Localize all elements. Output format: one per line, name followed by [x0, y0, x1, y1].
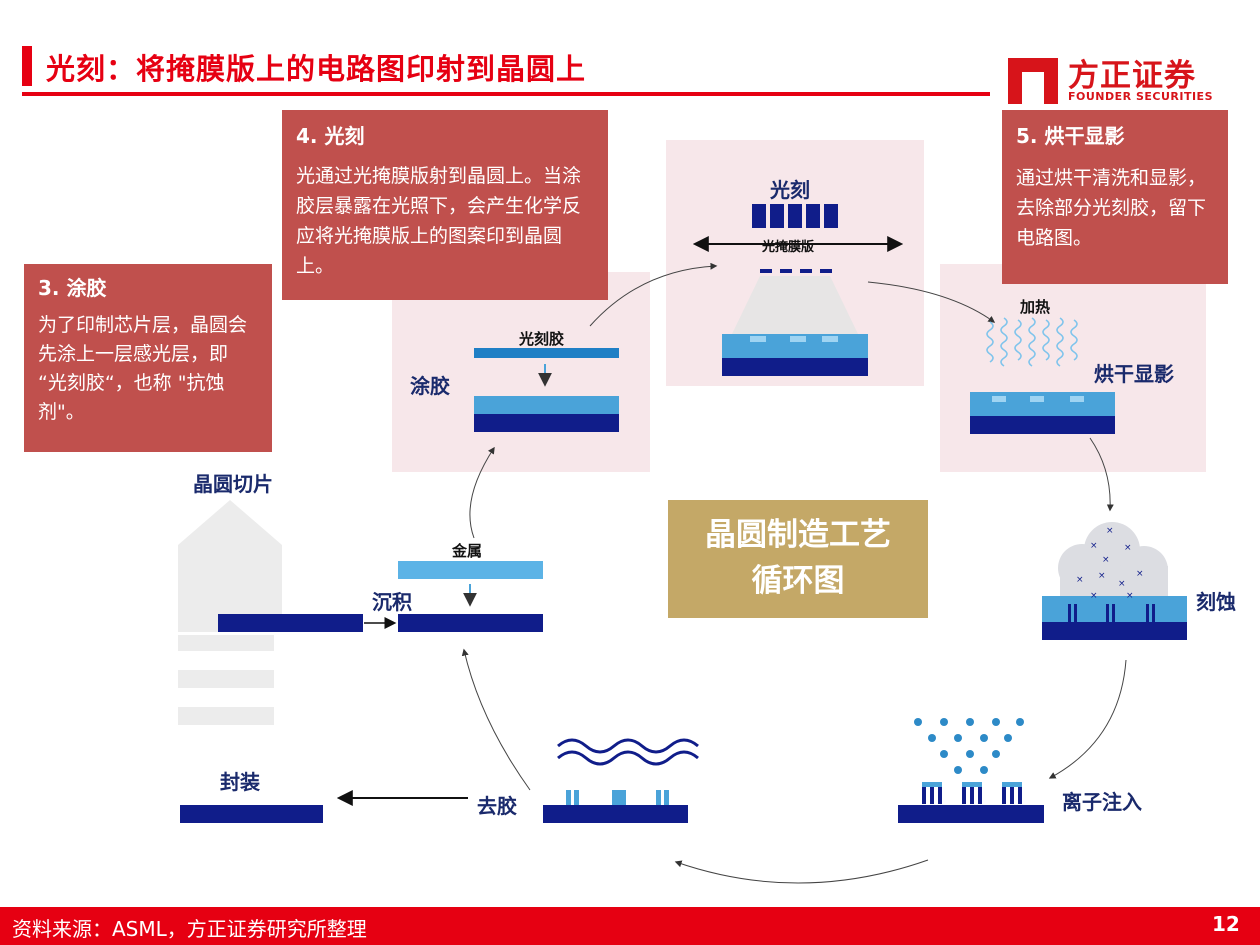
- arrow-strip-to-deposit: [461, 648, 531, 791]
- deposit-label: 沉积: [372, 590, 412, 614]
- develop-wafer-base: [970, 416, 1115, 434]
- step3-box: 3. 涂胶 为了印制芯片层，晶圆会先涂上一层感光层，即 “光刻胶“，也称 "抗蚀…: [24, 264, 272, 452]
- heat-label: 加热: [1020, 298, 1051, 316]
- dicing-wafer: [218, 614, 363, 632]
- ion-wafer: [898, 805, 1044, 823]
- coating-panel: [392, 272, 650, 472]
- package-wafer: [180, 805, 323, 823]
- page-number: 12: [1212, 912, 1240, 936]
- source-note: 资料来源：ASML，方正证券研究所整理: [12, 917, 367, 941]
- deposit-wafer: [398, 614, 543, 632]
- strip-label: 去胶: [477, 794, 517, 818]
- step4-body: 光通过光掩膜版射到晶圆上。当涂胶层暴露在光照下，会产生化学反应将光掩膜版上的图案…: [296, 165, 582, 277]
- svg-text:×: ×: [1106, 526, 1114, 536]
- arrow-coating-to-litho: [589, 262, 718, 327]
- title-underline: [22, 92, 990, 96]
- develop-marks: [992, 396, 1084, 402]
- arrow-litho-to-develop: [867, 281, 996, 323]
- coating-wafer-base: [474, 414, 619, 432]
- logo-subtitle: FOUNDER SECURITIES: [1068, 90, 1213, 103]
- etch-cloud: [1058, 522, 1168, 596]
- title-accent-bar: [22, 46, 32, 86]
- step5-heading: 5. 烘干显影: [1016, 124, 1125, 148]
- arrow-ion-to-strip: [674, 859, 929, 884]
- svg-text:×: ×: [1124, 543, 1132, 553]
- photoresist-layer: [474, 348, 619, 358]
- arrow-deposit-to-coating: [469, 446, 495, 539]
- dicing-label: 晶圆切片: [193, 472, 273, 496]
- ion-dots: [914, 718, 1024, 774]
- svg-text:×: ×: [1126, 591, 1134, 601]
- step4-heading: 4. 光刻: [296, 124, 365, 148]
- etch-wafer-base: [1042, 622, 1187, 640]
- center-line1: 晶圆制造工艺: [705, 517, 891, 553]
- litho-wafer-base: [722, 358, 868, 376]
- arrow-etch-to-ion: [1048, 659, 1127, 779]
- photoresist-label: 光刻胶: [519, 330, 565, 348]
- strip-waves: [557, 738, 699, 766]
- svg-text:×: ×: [1136, 569, 1144, 579]
- coating-label: 涂胶: [410, 374, 450, 398]
- step5-box: 5. 烘干显影 通过烘干清洗和显影，去除部分光刻胶，留下电路图。: [1002, 110, 1228, 284]
- page-title: 光刻：将掩膜版上的电路图印射到晶圆上: [46, 52, 587, 86]
- develop-panel: [940, 264, 1206, 472]
- svg-text:×: ×: [1090, 591, 1098, 601]
- metal-label: 金属: [452, 542, 483, 560]
- etch-channels: [1068, 604, 1155, 622]
- ion-label: 离子注入: [1062, 790, 1142, 814]
- mask-blocks: [752, 204, 838, 228]
- step3-body: 为了印制芯片层，晶圆会先涂上一层感光层，即 “光刻胶“，也称 "抗蚀剂"。: [38, 314, 248, 423]
- svg-text:×: ×: [1098, 571, 1106, 581]
- logo-name: 方正证券: [1068, 58, 1196, 94]
- footer-bar: [0, 907, 1260, 945]
- svg-text:×: ×: [1090, 541, 1098, 551]
- step3-heading: 3. 涂胶: [38, 276, 107, 300]
- coating-wafer-top: [474, 396, 619, 414]
- ion-implants: [922, 782, 1022, 804]
- light-beam: [732, 276, 858, 334]
- svg-text:×: ×: [1102, 555, 1110, 565]
- svg-text:×: ×: [1076, 575, 1084, 585]
- bake-develop-label: 烘干显影: [1094, 362, 1174, 386]
- heat-waves: [986, 317, 1078, 367]
- center-line2: 循环图: [751, 563, 845, 599]
- litho-exposed-marks: [750, 336, 838, 342]
- svg-text:×: ×: [1118, 579, 1126, 589]
- strip-wafer: [543, 805, 688, 823]
- metal-layer: [398, 561, 543, 579]
- step4-box: 4. 光刻 光通过光掩膜版射到晶圆上。当涂胶层暴露在光照下，会产生化学反应将光掩…: [282, 110, 608, 300]
- strip-marks: [566, 790, 669, 805]
- litho-label: 光刻: [770, 178, 810, 202]
- step5-body: 通过烘干清洗和显影，去除部分光刻胶，留下电路图。: [1016, 167, 1207, 249]
- etch-particles: ××× ××× ××× ×: [1076, 526, 1144, 601]
- mask-dashes: [760, 269, 832, 273]
- cycle-center-box: 晶圆制造工艺 循环图: [668, 500, 928, 618]
- package-label: 封装: [220, 770, 260, 794]
- ion-implant-tips: [922, 782, 1022, 787]
- arrow-develop-to-etch: [1089, 437, 1114, 512]
- etch-label: 刻蚀: [1196, 590, 1236, 614]
